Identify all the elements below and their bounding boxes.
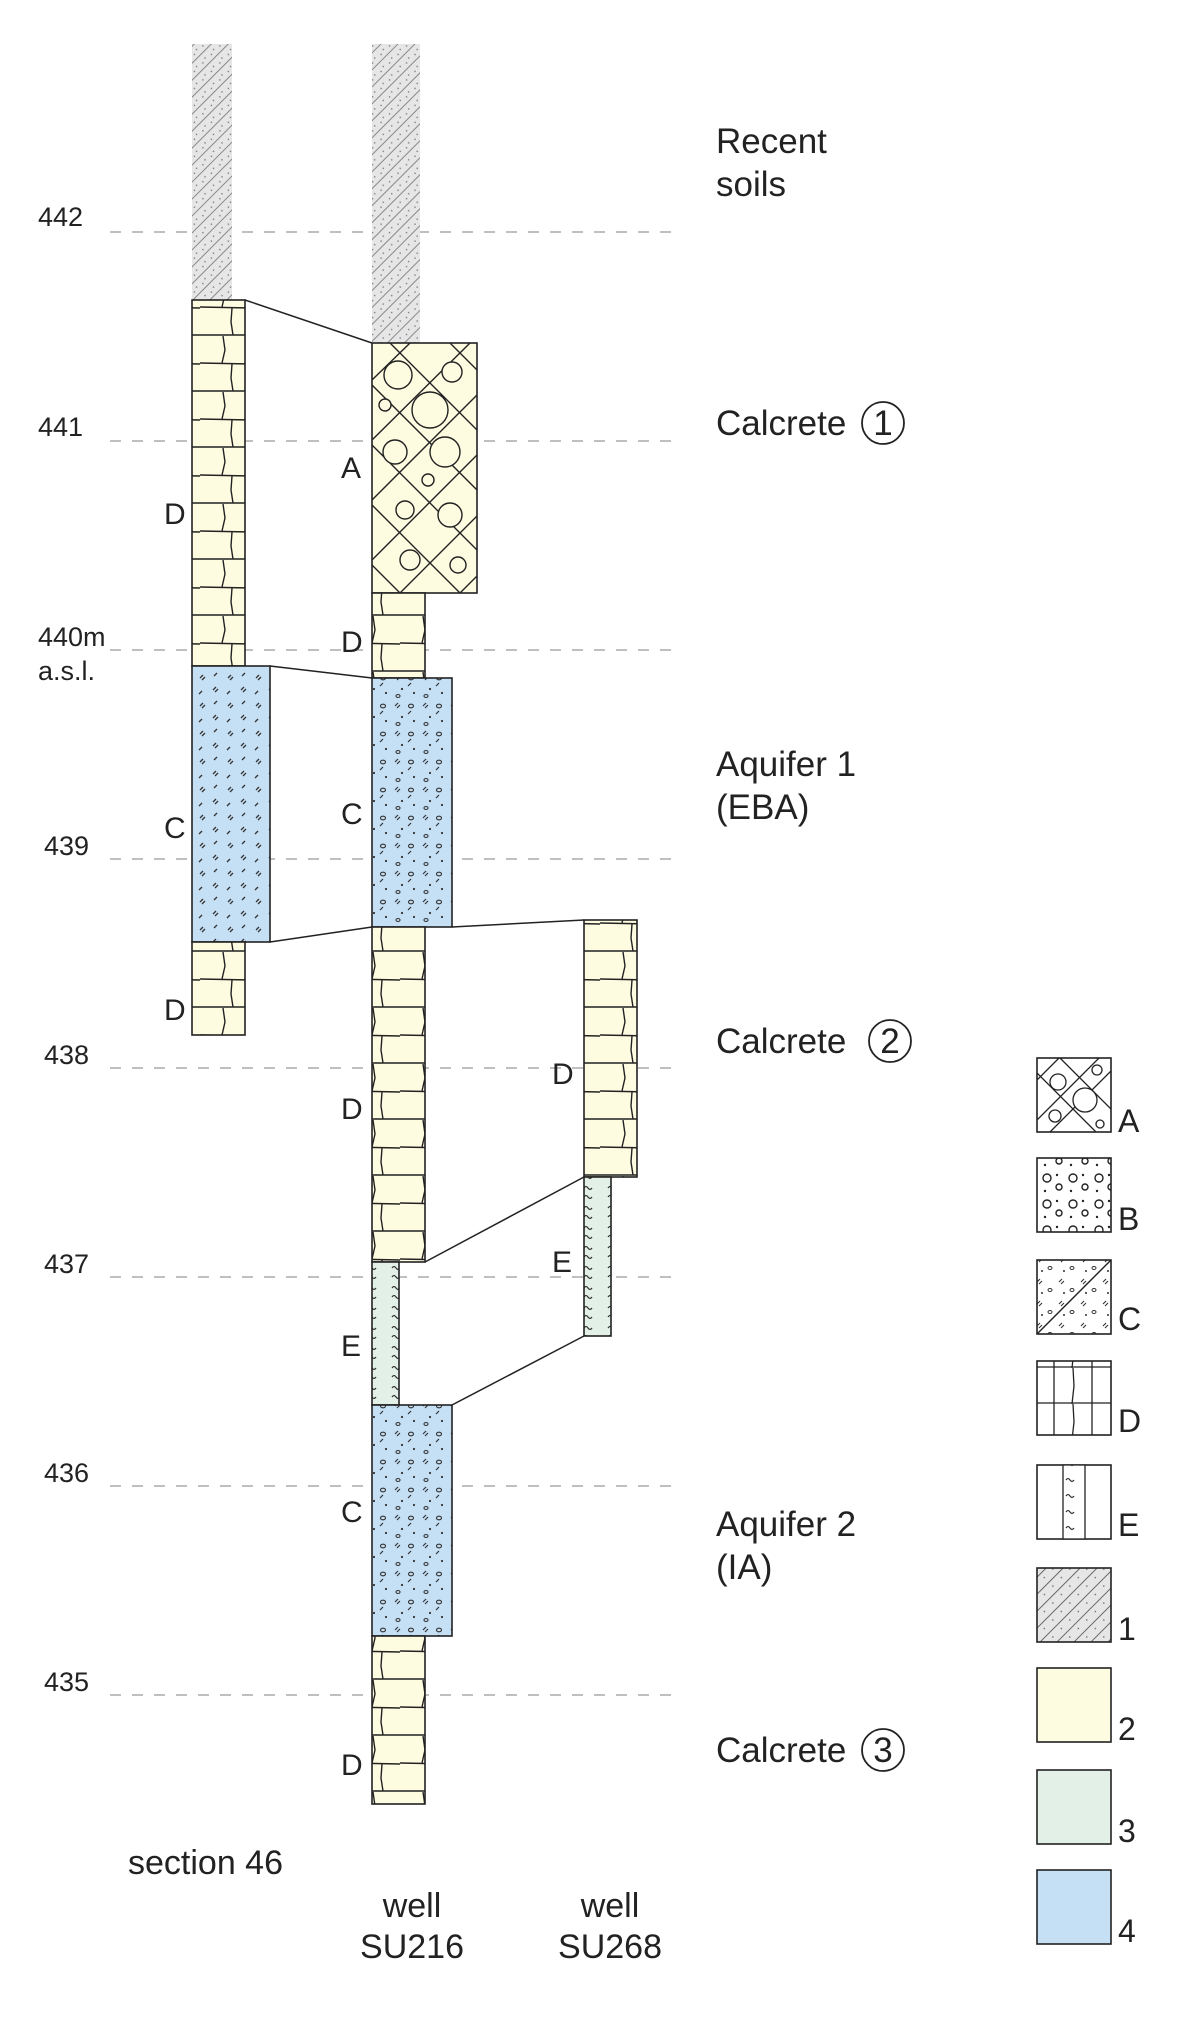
legend-label: 1 <box>1118 1611 1136 1647</box>
unit-number-circle <box>868 1019 912 1063</box>
legend: A B C D E 1 2 3 4 <box>1036 1057 1141 1949</box>
legend-swatch-silt <box>1036 1464 1112 1540</box>
correlation-lines <box>244 299 585 1406</box>
legend-swatch-color-aquifer <box>1036 1869 1112 1945</box>
unit-name: Calcrete <box>716 1731 846 1770</box>
recent-soil-layer <box>192 44 232 300</box>
legend-label: A <box>1118 1103 1140 1139</box>
layer-label: E <box>552 1246 572 1279</box>
calcrete-layer <box>371 592 426 679</box>
calcrete-layer <box>191 299 246 667</box>
column-caption: well <box>580 1887 640 1925</box>
unit-name: Aquifer 1 <box>716 745 856 784</box>
column-caption: well <box>382 1887 442 1925</box>
elevation-label: 438 <box>44 1040 89 1070</box>
unit-name: (IA) <box>716 1548 772 1587</box>
unit-name: (EBA) <box>716 788 809 827</box>
legend-swatch-gravel <box>1036 1157 1112 1233</box>
unit-labels: Recent soils Calcrete 1 Aquifer 1 (EBA) … <box>716 122 912 1772</box>
calcrete-layer <box>371 926 426 1263</box>
layer-label: C <box>164 812 186 845</box>
elevation-label: 440m <box>38 622 106 652</box>
conglomerate-layer <box>371 342 478 594</box>
legend-label: D <box>1118 1403 1141 1439</box>
layer-label: C <box>341 1496 363 1529</box>
legend-label: 2 <box>1118 1711 1136 1747</box>
elevation-label: 442 <box>38 202 83 232</box>
elevation-label: 439 <box>44 831 89 861</box>
legend-swatch-color-calcrete <box>1036 1667 1112 1743</box>
column-well-su216: A D C D E C D <box>341 44 478 1805</box>
unit-name: Recent <box>716 122 827 161</box>
layer-label: E <box>341 1330 361 1363</box>
legend-label: 4 <box>1118 1913 1136 1949</box>
elevation-label: 436 <box>44 1458 89 1488</box>
layer-label: C <box>341 798 363 831</box>
layer-label: D <box>164 994 186 1027</box>
silt-layer <box>371 1261 400 1406</box>
layer-label: D <box>164 498 186 531</box>
elevation-label: a.s.l. <box>38 656 95 686</box>
layer-label: D <box>341 626 363 659</box>
unit-name: Calcrete <box>716 1022 846 1061</box>
column-caption: section 46 <box>128 1844 283 1882</box>
legend-swatch-sand <box>1036 1259 1112 1335</box>
column-captions: section 46 well SU216 well SU268 <box>128 1844 662 1966</box>
aquifer-layer <box>371 1404 453 1637</box>
unit-number-circle <box>861 1728 905 1772</box>
unit-name: soils <box>716 165 786 204</box>
legend-label: B <box>1118 1201 1139 1237</box>
column-section-46: D C D <box>164 44 271 1036</box>
legend-swatch-soil <box>1036 1567 1112 1643</box>
calcrete-layer <box>583 919 638 1178</box>
column-caption: SU268 <box>558 1928 662 1966</box>
silt-layer <box>583 1176 612 1337</box>
column-caption: SU216 <box>360 1928 464 1966</box>
legend-label: 3 <box>1118 1813 1136 1849</box>
layer-label: D <box>341 1093 363 1126</box>
calcrete-layer <box>371 1635 426 1805</box>
calcrete-layer <box>191 941 246 1036</box>
unit-number: 1 <box>873 404 892 443</box>
legend-label: E <box>1118 1507 1139 1543</box>
elevation-axis: 442 441 440m a.s.l. 439 438 437 436 435 <box>38 202 106 1697</box>
aquifer-layer <box>371 677 453 928</box>
column-well-su268: D E <box>552 919 638 1337</box>
legend-swatch-conglomerate <box>1036 1057 1112 1133</box>
unit-number-circle <box>861 401 905 445</box>
layer-label: A <box>341 452 361 485</box>
recent-soil-layer <box>372 44 420 343</box>
layer-label: D <box>552 1058 574 1091</box>
unit-number: 3 <box>873 1731 892 1770</box>
elevation-label: 441 <box>38 412 83 442</box>
layer-label: D <box>341 1749 363 1782</box>
legend-label: C <box>1118 1301 1141 1337</box>
elevation-label: 435 <box>44 1667 89 1697</box>
unit-number: 2 <box>880 1022 899 1061</box>
legend-swatch-color-silt <box>1036 1769 1112 1845</box>
legend-swatch-calcrete <box>1036 1360 1112 1436</box>
unit-name: Aquifer 2 <box>716 1505 856 1544</box>
unit-name: Calcrete <box>716 404 846 443</box>
aquifer-layer <box>191 665 271 943</box>
elevation-label: 437 <box>44 1249 89 1279</box>
